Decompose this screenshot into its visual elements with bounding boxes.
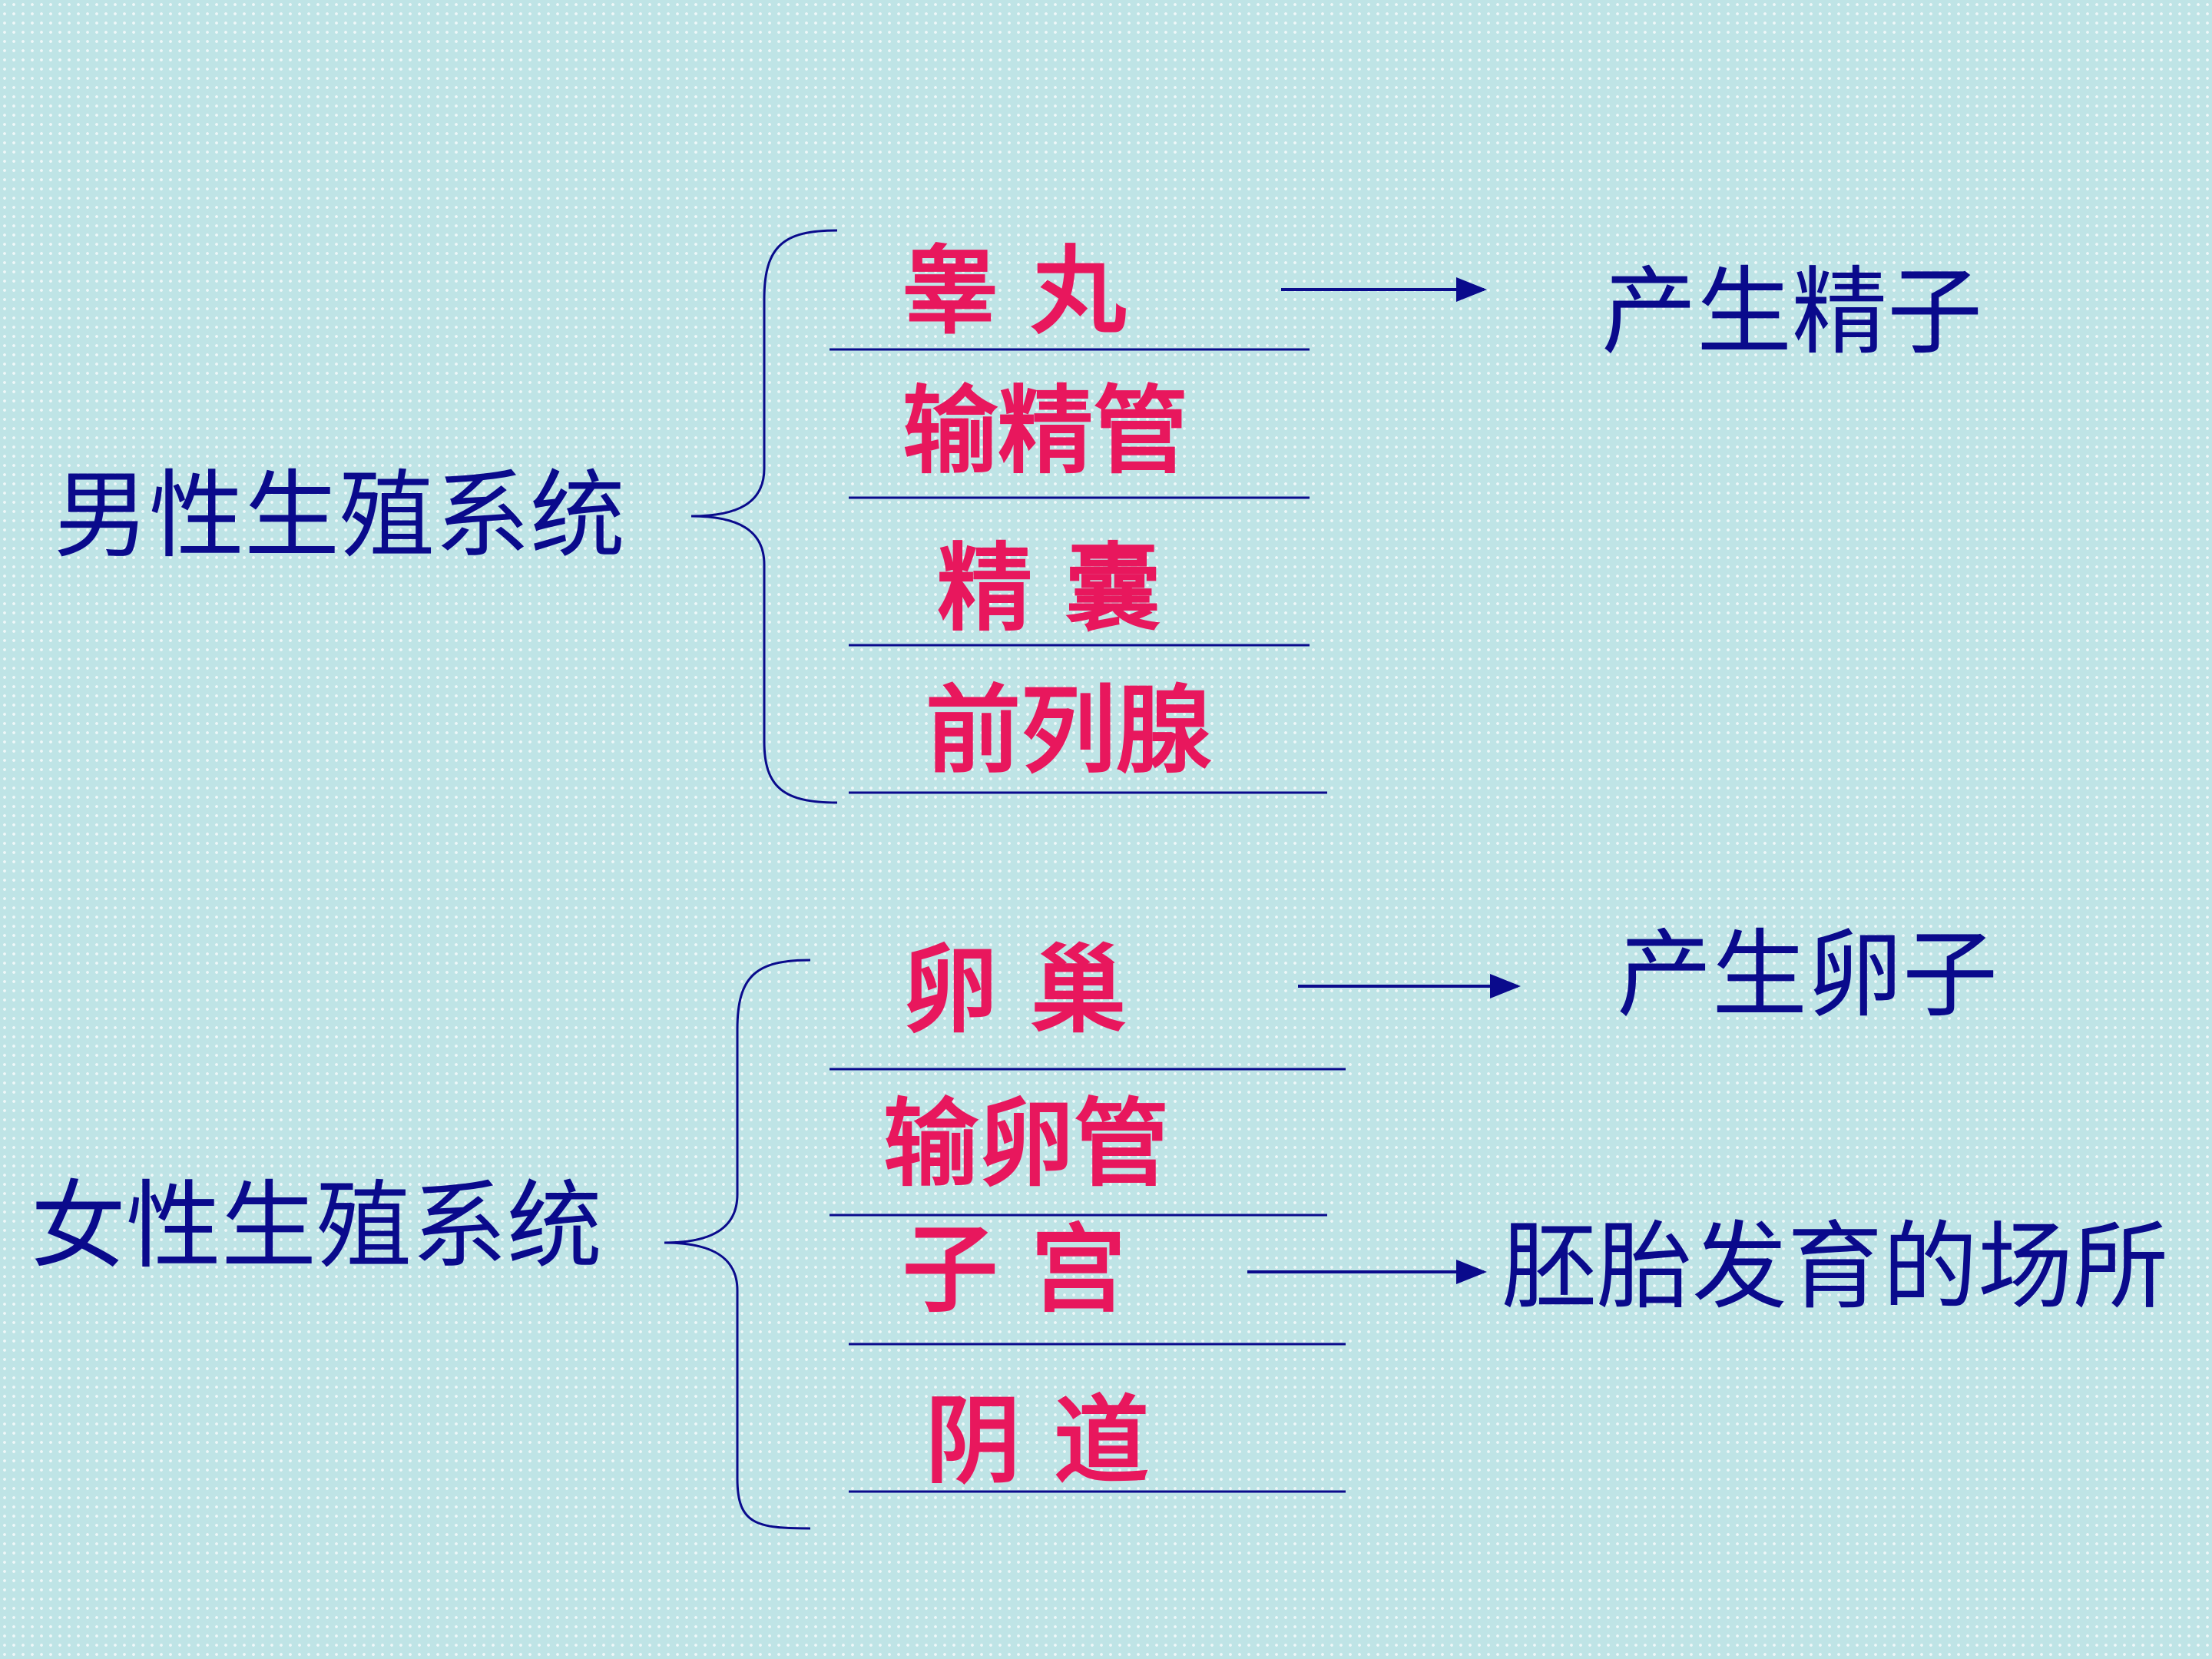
organ-prostate: 前列腺 xyxy=(926,675,1212,786)
organ-vagina: 阴 道 xyxy=(926,1386,1150,1497)
organ-ovary: 卵 巢 xyxy=(902,935,1127,1046)
female-brace xyxy=(664,959,811,1530)
male-brace xyxy=(690,229,838,804)
male-system-title: 男性生殖系统 xyxy=(54,461,626,571)
organ-uterus: 子 宫 xyxy=(902,1214,1127,1326)
male-function-label: 产生精子 xyxy=(1601,257,1983,368)
organ-oviduct: 输卵管 xyxy=(883,1088,1170,1200)
organ-testis: 睾 丸 xyxy=(902,236,1127,347)
ovary-function-label: 产生卵子 xyxy=(1617,920,1998,1031)
uterus-function-label: 胚胎发育的场所 xyxy=(1502,1212,2169,1323)
female-system-title: 女性生殖系统 xyxy=(31,1171,603,1282)
organ-vas-deferens: 输精管 xyxy=(902,376,1189,487)
organ-seminal-vesicle: 精 囊 xyxy=(937,533,1161,644)
